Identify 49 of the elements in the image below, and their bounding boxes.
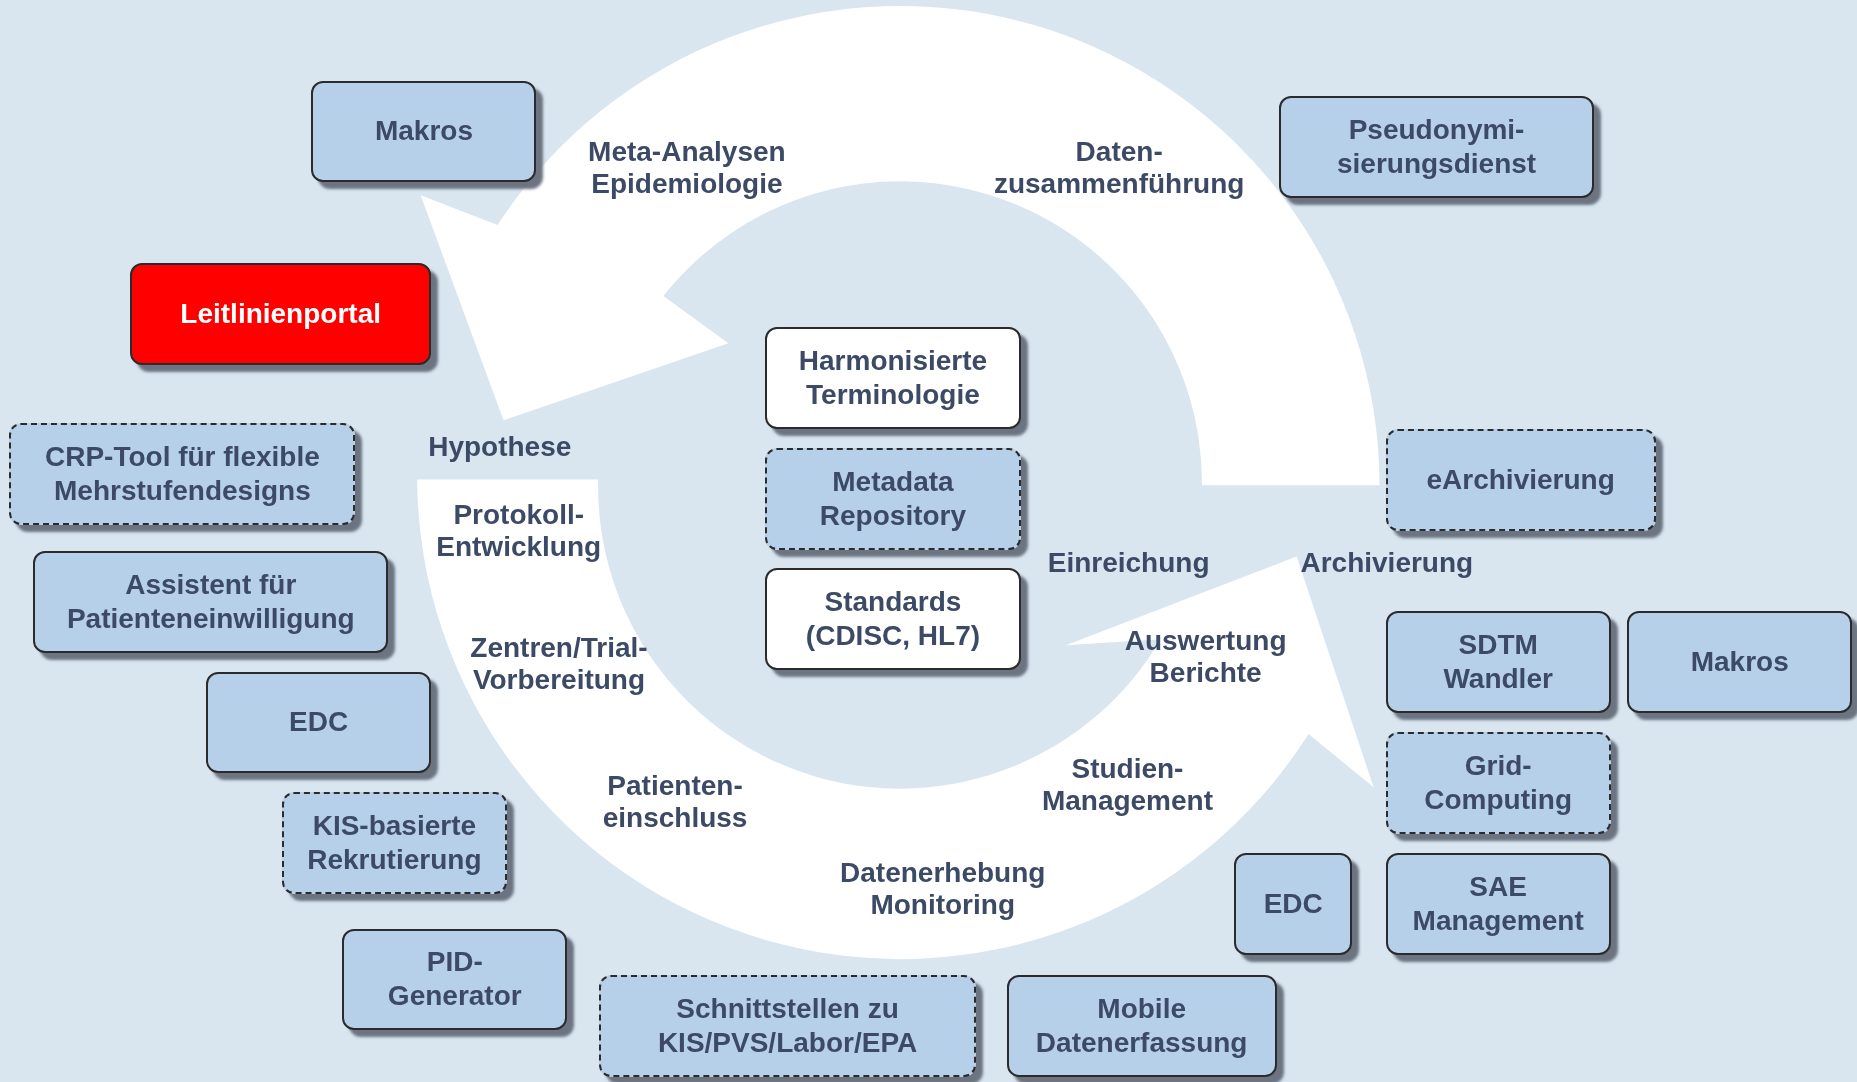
step-label: Datenerhebung Monitoring xyxy=(839,857,1047,922)
box-text: Grid- Computing xyxy=(1423,748,1573,817)
step-label: Studien- Management xyxy=(1040,753,1215,818)
box-text: Mobile Datenerfassung xyxy=(1034,991,1249,1060)
step-label: Protokoll- Entwicklung xyxy=(435,498,603,563)
tool-box xyxy=(9,422,356,525)
tool-box xyxy=(206,671,432,774)
box-text: SDTM Wandler xyxy=(1442,628,1554,696)
tool-box xyxy=(1385,428,1656,531)
tool-box xyxy=(765,326,1021,429)
box-text: Assistent für Patienteneinwilligung xyxy=(65,567,356,636)
box-text: SAE Management xyxy=(1412,869,1584,938)
tool-box xyxy=(1385,731,1611,834)
box-text: eArchivierung xyxy=(1426,462,1615,497)
tool-box xyxy=(1006,974,1277,1077)
tool-box xyxy=(1279,95,1595,198)
box-text: Makros xyxy=(374,114,473,149)
box-text: Schnittstellen zu KIS/PVS/Labor/EPA xyxy=(656,991,919,1060)
box-text: Metadata Repository xyxy=(818,464,968,533)
box-text: Standards (CDISC, HL7) xyxy=(804,585,982,654)
tool-box xyxy=(765,568,1021,671)
tool-box xyxy=(130,262,432,365)
tool-box xyxy=(765,447,1021,550)
tool-box xyxy=(311,80,537,183)
step-label: Auswertung Berichte xyxy=(1123,625,1288,690)
tool-box xyxy=(281,792,507,895)
tool-box xyxy=(342,928,568,1031)
box-text: PID- Generator xyxy=(386,945,523,1014)
box-text: Makros xyxy=(1690,645,1789,679)
tool-box xyxy=(1234,852,1353,955)
step-label: Archivierung xyxy=(1299,547,1475,580)
box-text: Harmonisierte Terminologie xyxy=(797,343,989,412)
step-label: Patienten- einschluss xyxy=(601,769,749,834)
box-text: KIS-basierte Rekrutierung xyxy=(306,809,483,878)
step-label: Meta-Analysen Epidemiologie xyxy=(587,136,787,201)
step-label: Hypothese xyxy=(427,431,573,464)
box-text: CRP-Tool für flexible Mehrstufendesigns xyxy=(43,439,321,508)
box-text: Pseudonymi- sierungsdienst xyxy=(1335,112,1538,181)
tool-box xyxy=(1627,611,1853,713)
box-text: Leitlinienportal xyxy=(180,296,381,331)
tool-box xyxy=(1385,611,1611,713)
tool-box xyxy=(599,974,976,1077)
tool-box xyxy=(33,550,389,653)
box-text: EDC xyxy=(1263,886,1323,921)
step-label: Einreichung xyxy=(1046,547,1211,580)
step-label: Daten- zusammenführung xyxy=(992,136,1246,201)
box-text: EDC xyxy=(289,705,349,740)
step-label: Zentren/Trial- Vorbereitung xyxy=(469,632,649,697)
tool-box xyxy=(1385,852,1611,955)
